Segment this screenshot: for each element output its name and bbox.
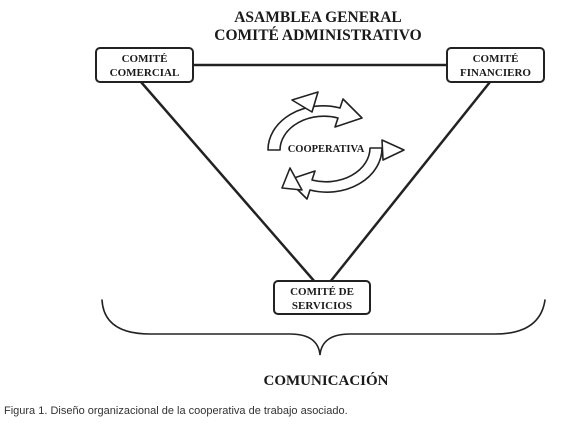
cycle-arrowhead-left: [281, 167, 303, 191]
node-comite-financiero: COMITÉ FINANCIERO: [446, 47, 545, 83]
title-comite-administrativo: COMITÉ ADMINISTRATIVO: [214, 27, 421, 44]
line-financiero-servicios: [329, 81, 491, 283]
node-comite-financiero-line2: FINANCIERO: [460, 67, 531, 79]
node-comite-financiero-line1: COMITÉ: [473, 53, 519, 65]
node-comite-comercial-line1: COMITÉ: [122, 53, 168, 65]
node-comite-comercial-box: [95, 47, 194, 83]
title-asamblea-general: ASAMBLEA GENERAL: [234, 9, 402, 26]
connectors: [140, 63, 491, 283]
circular-arrows-icon: [267, 91, 405, 200]
cycle-arrowhead-top: [291, 91, 319, 113]
node-comite-comercial-line2: COMERCIAL: [110, 67, 180, 79]
footer-label-comunicacion: COMUNICACIÓN: [264, 372, 389, 389]
node-comite-servicios-line2: SERVICIOS: [292, 300, 352, 312]
node-comite-servicios-line1: COMITÉ DE: [290, 286, 354, 298]
node-comite-servicios: COMITÉ DE SERVICIOS: [273, 280, 371, 315]
node-comite-servicios-box: [273, 280, 371, 315]
cycle-arrow-lower: [287, 147, 383, 200]
node-comite-comercial: COMITÉ COMERCIAL: [95, 47, 194, 83]
cycle-arrowhead-right: [381, 139, 405, 161]
line-comercial-servicios: [140, 81, 316, 283]
node-comite-financiero-box: [446, 47, 545, 83]
cycle-arrow-upper: [267, 98, 363, 151]
curly-brace: [101, 299, 546, 356]
figure-caption: Figura 1. Diseño organizacional de la co…: [4, 405, 348, 417]
center-label-cooperativa: COOPERATIVA: [288, 144, 365, 155]
